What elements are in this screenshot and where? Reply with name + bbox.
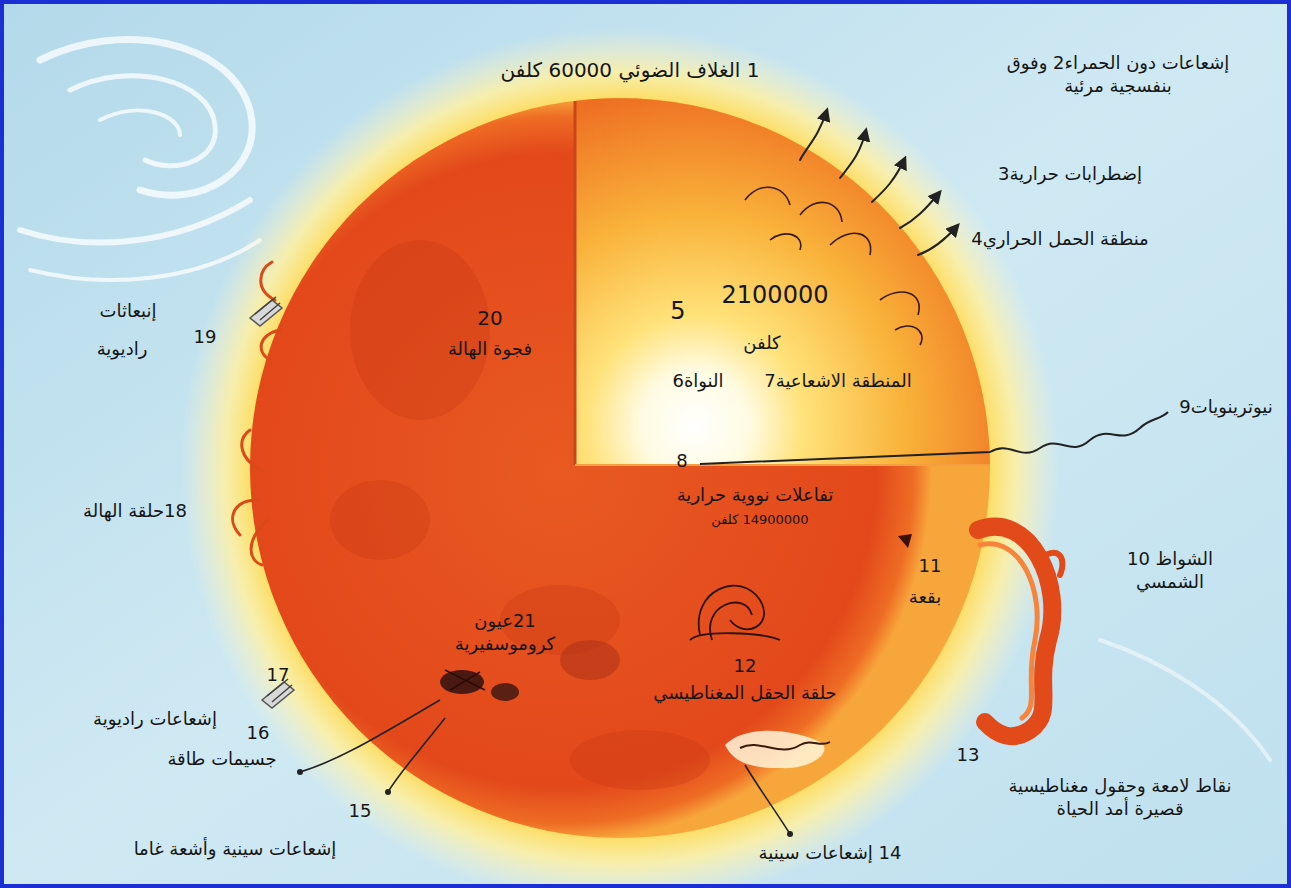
cutaway-edge xyxy=(574,101,577,465)
part-label: كلفن xyxy=(743,332,780,355)
sunspot xyxy=(898,534,912,548)
callout-number: 11 xyxy=(919,555,942,578)
part-label: إنبعاثات xyxy=(99,300,156,323)
part-label: الشواظ 10 الشمسي xyxy=(1115,548,1225,593)
leader-dots xyxy=(297,769,793,837)
part-label: 18حلقة الهالة xyxy=(83,500,187,523)
infrared-arrows xyxy=(800,110,958,255)
part-label: فجوة الهالة xyxy=(448,338,532,361)
part-label: 14 إشعاعات سينية xyxy=(759,842,902,865)
part-label: إشعاعات سينية وأشعة غاما xyxy=(134,838,337,861)
leader-lines xyxy=(300,700,790,834)
callout-number: 2100000 xyxy=(722,280,829,310)
sun-glow xyxy=(180,28,1060,888)
part-label: إضطرابات حرارية3 xyxy=(998,163,1142,186)
part-label: النواة6 xyxy=(672,370,723,393)
part-label: 14900000 كلفن xyxy=(711,512,808,528)
thermal-disturbances xyxy=(745,187,922,345)
interior-cutaway xyxy=(575,98,990,465)
part-label: بقعة xyxy=(909,586,941,609)
callout-number: 15 xyxy=(349,800,372,823)
part-label: 1 الغلاف الضوئي 60000 كلفن xyxy=(501,58,760,83)
part-label: نقاط لامعة وحقول مغناطيسية قصيرة أمد الح… xyxy=(993,775,1248,820)
part-label: 21عيون كروموسفيرية xyxy=(435,610,575,655)
callout-number: 13 xyxy=(957,744,980,767)
callout-number: 19 xyxy=(194,326,217,349)
part-label: منطقة الحمل الحراري4 xyxy=(971,228,1148,251)
radio-symbol xyxy=(250,297,294,708)
part-label: تفاعلات نووية حرارية xyxy=(677,484,834,507)
callout-number: 8 xyxy=(676,450,687,473)
callout-number: 5 xyxy=(670,296,685,326)
part-label: حلقة الحقل المغناطيسي xyxy=(653,682,836,705)
part-label: إشعاعات راديوية xyxy=(93,708,217,731)
part-label: المنطقة الاشعاعية7 xyxy=(764,370,911,393)
neutrino-line xyxy=(700,412,1168,464)
magnetic-loop xyxy=(690,586,780,640)
solar-prominence xyxy=(978,527,1062,736)
bright-flare xyxy=(725,731,830,768)
callout-number: 12 xyxy=(734,655,757,678)
sun-body xyxy=(250,98,990,838)
part-label: جسيمات طاقة xyxy=(167,748,276,771)
cutaway-edge xyxy=(575,464,990,466)
callout-number: 20 xyxy=(477,306,502,331)
callout-number: 16 xyxy=(247,722,270,745)
part-label: نيوترينويات9 xyxy=(1179,396,1272,419)
part-label: إشعاعات دون الحمراء2 وفوق بنفسجية مرئية xyxy=(998,52,1238,97)
part-label: راديوية xyxy=(97,338,148,361)
callout-number: 17 xyxy=(267,664,290,687)
